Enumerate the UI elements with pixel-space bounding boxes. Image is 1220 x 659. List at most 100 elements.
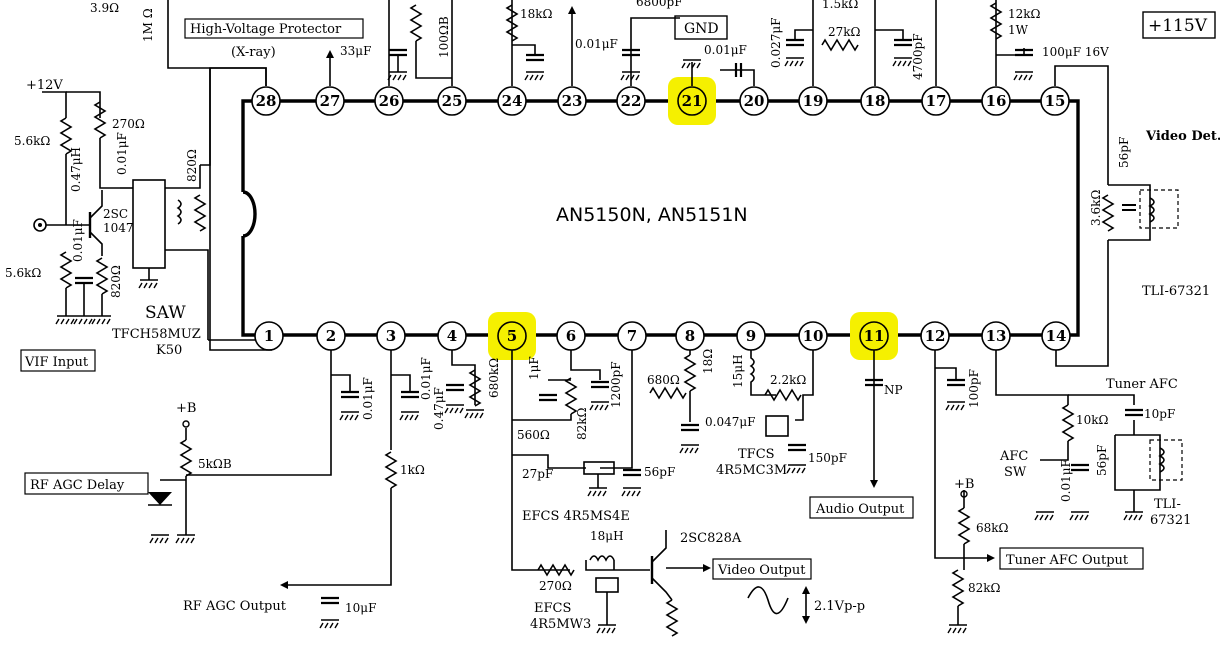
tfch-label-1: TFCH58MUZ: [112, 327, 201, 342]
pin-15: [1040, 86, 1070, 116]
pin-3-label: 3: [386, 327, 396, 345]
plus12v-label: +12V: [26, 78, 63, 93]
r-68k: 68kΩ: [976, 521, 1009, 535]
pin-25: [437, 86, 467, 116]
r-1w: 1W: [1008, 23, 1029, 37]
label-box-gnd: GND: [674, 15, 728, 40]
plusB-label-1: +B: [176, 401, 196, 416]
pin-18: [860, 86, 890, 116]
efcs-label-1: EFCS 4R5MS4E: [522, 509, 630, 524]
rf-agc-delay-label: RF AGC Delay: [30, 478, 125, 493]
r-270a: 270Ω: [112, 117, 145, 131]
c-001f: 0.01μF: [419, 357, 433, 400]
label-box-hv-protector: High-Voltage Protector: [184, 18, 364, 39]
transistor-q1-label-a: 2SC: [103, 207, 128, 221]
c-4700: 4700pF: [911, 33, 925, 80]
r-1k: 1kΩ: [400, 463, 425, 477]
pin-22-label: 22: [621, 92, 642, 110]
video-det-label: Video Det.: [1145, 129, 1220, 144]
video-output-label: Video Output: [717, 563, 806, 578]
pin-17-label: 17: [926, 92, 947, 110]
pin-8-label: 8: [685, 327, 695, 345]
pin-14-label: 14: [1046, 327, 1067, 345]
pin-18-label: 18: [865, 92, 886, 110]
label-box-vif-input: VIF Input: [20, 349, 96, 372]
l-15: 15μH: [731, 354, 745, 388]
hv-protector-label: High-Voltage Protector: [190, 22, 342, 37]
c-001g: 0.01μF: [1059, 459, 1073, 502]
efcs-label-2a: EFCS: [534, 601, 571, 616]
xray-label: (X-ray): [231, 45, 276, 60]
pin-24: [497, 86, 527, 116]
afc-sw-label-2: SW: [1004, 465, 1027, 480]
tfch-label-2: K50: [156, 343, 182, 358]
r-1-5k: 1.5kΩ: [822, 0, 858, 11]
pin-19: [798, 86, 828, 116]
label-box-115v: +115V: [1142, 11, 1216, 39]
r-18: 18Ω: [701, 349, 715, 374]
chip-name: AN5150N, AN5151N: [556, 204, 748, 226]
transistor-q1-label-b: 1047: [103, 221, 134, 235]
c-100p: 100pF: [967, 369, 981, 408]
pin-16: [981, 86, 1011, 116]
r-27k: 27kΩ: [828, 25, 861, 39]
r-3-9: 3.9Ω: [90, 1, 119, 15]
top-wiring: [167, 0, 1109, 367]
c-27: 27pF: [522, 467, 553, 481]
tuner-afc-label: Tuner AFC: [1106, 377, 1178, 392]
pin-20-label: 20: [744, 92, 765, 110]
c-56b: 56pF: [644, 465, 675, 479]
pin-21-label: 21: [682, 92, 703, 110]
component-values: 3.9Ω 1M Ω 33μF 100ΩB 18kΩ 0.01μF 6800pF …: [5, 0, 1175, 615]
r-2-2k: 2.2kΩ: [770, 373, 806, 387]
r-270b: 270Ω: [539, 579, 572, 593]
label-box-rf-agc-delay: RF AGC Delay: [24, 472, 149, 495]
tfcs-label-1: TFCS: [738, 447, 775, 462]
c-56a: 56pF: [1117, 137, 1131, 168]
c-001a: 0.01μF: [575, 37, 618, 51]
l-18: 18μH: [590, 529, 624, 543]
transistor-q2-label: 2SC828A: [680, 531, 742, 546]
c-1u: 1μF: [527, 356, 541, 380]
pin-27-label: 27: [320, 92, 341, 110]
r-820b: 820Ω: [109, 265, 123, 298]
pin-5-label: 5: [507, 327, 517, 345]
bottom-wiring: [148, 350, 1183, 637]
afc-sw-label-1: AFC: [999, 449, 1028, 464]
gnd-box-label: GND: [684, 21, 719, 37]
pin-23-label: 23: [562, 92, 583, 110]
r-5-6k-b: 5.6kΩ: [5, 266, 41, 280]
video-det-tank: [1102, 184, 1179, 241]
vpp-label: 2.1Vp-p: [814, 599, 865, 614]
saw-label: SAW: [145, 303, 186, 323]
c-001b: 0.01μF: [704, 43, 747, 57]
r-560: 560Ω: [517, 428, 550, 442]
c-047: 0.47μF: [432, 387, 446, 430]
c-001c: 0.01μF: [115, 132, 129, 175]
pin-25-label: 25: [442, 92, 463, 110]
l-047: 0.47μH: [69, 147, 83, 192]
c-0027: 0.027μF: [769, 18, 783, 68]
pin-17: [921, 86, 951, 116]
r-1m: 1M Ω: [141, 8, 155, 42]
c-6800: 6800pF: [636, 0, 683, 9]
c-33u: 33μF: [340, 44, 371, 58]
pin-11-label: 11: [864, 327, 885, 345]
pin-6-label: 6: [566, 327, 576, 345]
pin-7-label: 7: [627, 327, 637, 345]
pin-27: [315, 86, 345, 116]
c-0047: 0.047μF: [705, 415, 755, 429]
r-680: 680Ω: [647, 373, 680, 387]
pin-13-label: 13: [986, 327, 1007, 345]
r-82k-b: 82kΩ: [968, 581, 1001, 595]
c-001d: 0.01μF: [71, 219, 85, 262]
r-100: 100ΩB: [437, 16, 451, 58]
tfcs-label-2: 4R5MC3M: [716, 463, 787, 478]
label-box-tuner-afc-output: Tuner AFC Output: [999, 547, 1144, 570]
pin-19-label: 19: [803, 92, 824, 110]
c-1200: 1200pF: [609, 361, 623, 408]
r-18k: 18kΩ: [520, 7, 553, 21]
c-150: 150pF: [808, 451, 847, 465]
r-820a: 820Ω: [185, 149, 199, 182]
